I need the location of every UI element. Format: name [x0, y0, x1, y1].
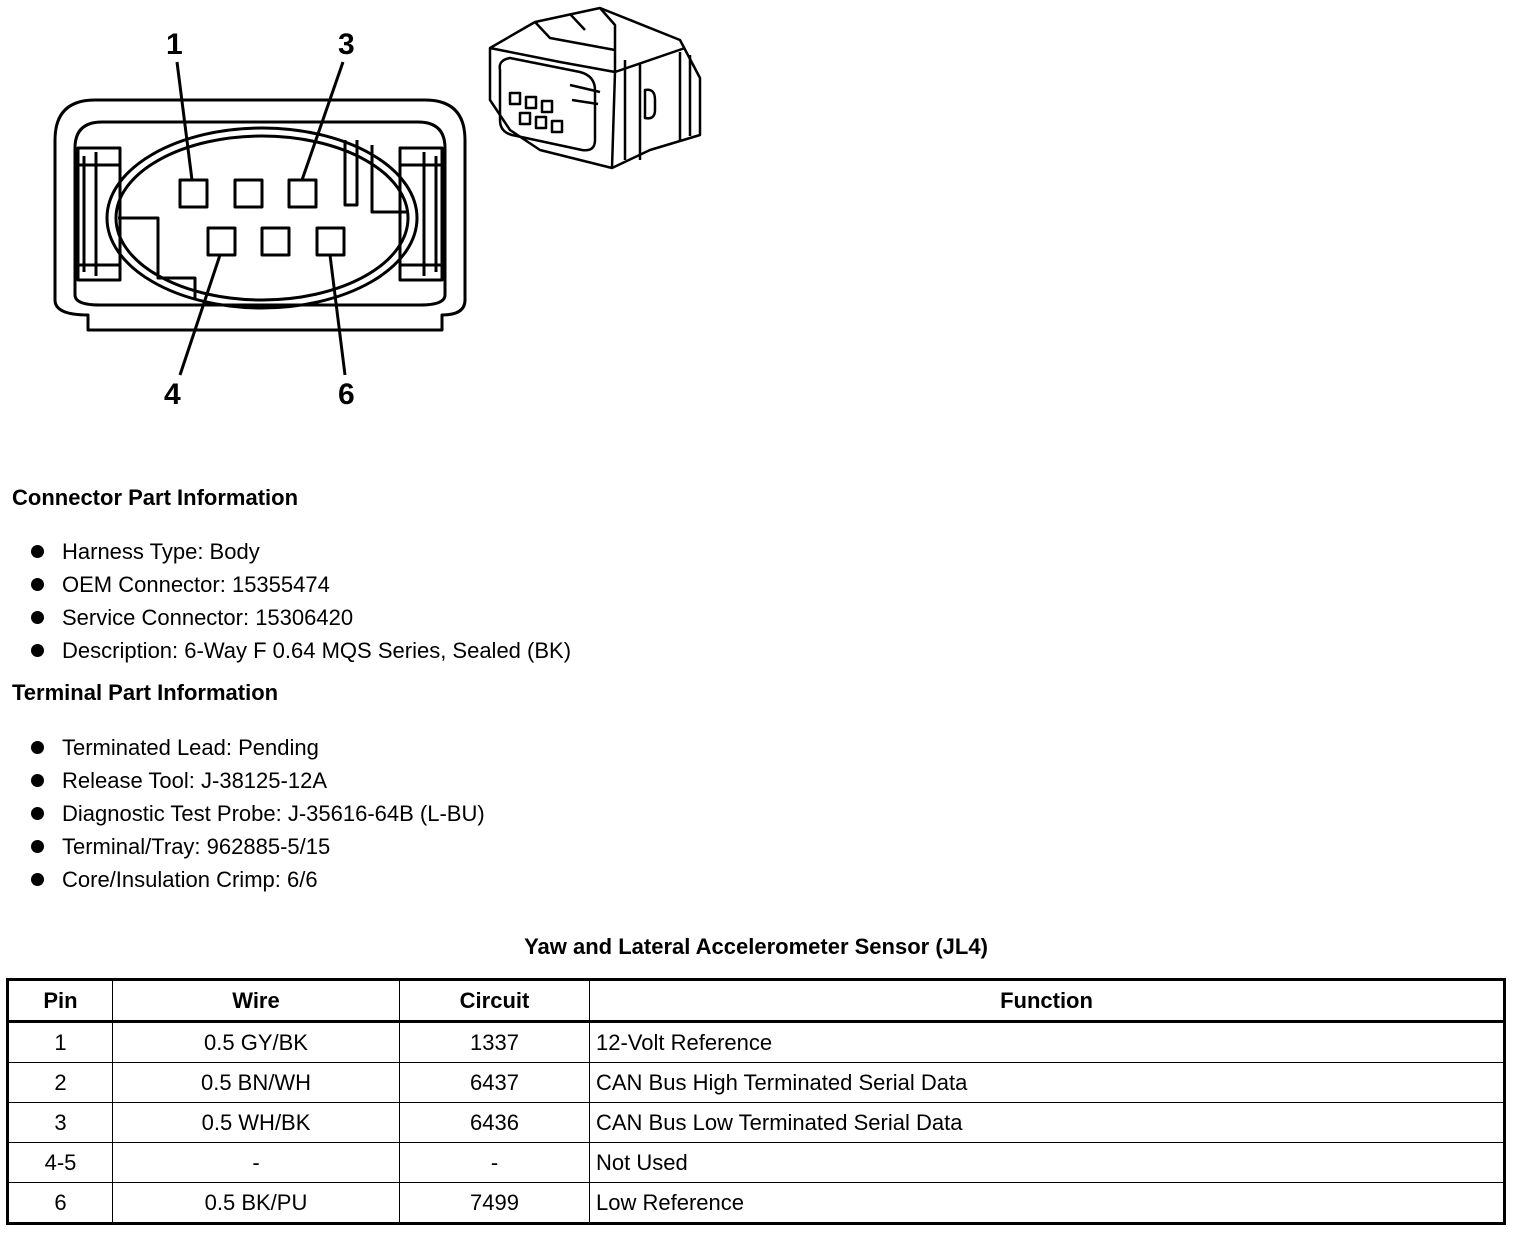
- list-item: Core/Insulation Crimp: 6/6: [28, 863, 485, 896]
- list-item: Description: 6-Way F 0.64 MQS Series, Se…: [28, 634, 571, 667]
- connector-part-information-list: Harness Type: Body OEM Connector: 153554…: [28, 535, 571, 667]
- cell-function: CAN Bus Low Terminated Serial Data: [589, 1102, 1505, 1143]
- list-item: Harness Type: Body: [28, 535, 571, 568]
- terminal-part-information-heading: Terminal Part Information: [12, 680, 279, 705]
- cell-wire: 0.5 BK/PU: [112, 1182, 400, 1224]
- cell-circuit: 1337: [399, 1021, 590, 1063]
- table-row: 6 0.5 BK/PU 7499 Low Reference: [7, 1182, 1505, 1224]
- cell-pin: 4-5: [7, 1142, 113, 1183]
- connector-outer-housing: [53, 98, 467, 332]
- table-row: 1 0.5 GY/BK 1337 12-Volt Reference: [7, 1021, 1505, 1063]
- leader-3: [300, 61, 345, 181]
- column-header-circuit: Circuit: [399, 979, 590, 1023]
- cell-circuit: 6437: [399, 1062, 590, 1103]
- cell-pin: 1: [7, 1021, 113, 1063]
- cell-wire: 0.5 WH/BK: [112, 1102, 400, 1143]
- list-item: Terminal/Tray: 962885-5/15: [28, 830, 485, 863]
- terminal-3: [287, 178, 318, 209]
- cell-pin: 6: [7, 1182, 113, 1224]
- table-row: 3 0.5 WH/BK 6436 CAN Bus Low Terminated …: [7, 1102, 1505, 1143]
- terminal-5: [260, 226, 291, 257]
- terminal-part-information-list: Terminated Lead: Pending Release Tool: J…: [28, 731, 485, 896]
- callout-pin-4: 4: [164, 378, 181, 411]
- leader-1: [175, 61, 194, 181]
- table-row: 2 0.5 BN/WH 6437 CAN Bus High Terminated…: [7, 1062, 1505, 1103]
- cell-wire: 0.5 BN/WH: [112, 1062, 400, 1103]
- pin-table-title: Yaw and Lateral Accelerometer Sensor (JL…: [524, 934, 988, 959]
- leader-6: [328, 254, 347, 376]
- callout-pin-6: 6: [338, 378, 355, 411]
- cell-circuit: 6436: [399, 1102, 590, 1143]
- cell-circuit: -: [399, 1142, 590, 1183]
- terminal-6: [315, 226, 346, 257]
- connector-inner-housing: [73, 120, 447, 307]
- pin-cavity-inner: [114, 134, 410, 302]
- connector-diagram: [53, 6, 702, 376]
- column-header-wire: Wire: [112, 979, 400, 1023]
- cell-function: Low Reference: [589, 1182, 1505, 1224]
- left-key: [118, 216, 197, 300]
- column-header-pin: Pin: [7, 979, 113, 1023]
- right-latch: [398, 146, 444, 282]
- terminal-1: [178, 178, 209, 209]
- table-row: 4-5 - - Not Used: [7, 1142, 1505, 1183]
- list-item: Terminated Lead: Pending: [28, 731, 485, 764]
- connector-isometric-view: [488, 6, 702, 170]
- callout-pin-3: 3: [338, 28, 355, 61]
- leader-4: [178, 254, 222, 376]
- connector-part-information-heading: Connector Part Information: [12, 485, 299, 510]
- cell-wire: 0.5 GY/BK: [112, 1021, 400, 1063]
- right-key: [343, 140, 408, 214]
- cell-function: CAN Bus High Terminated Serial Data: [589, 1062, 1505, 1103]
- cell-function: Not Used: [589, 1142, 1505, 1183]
- cell-wire: -: [112, 1142, 400, 1183]
- cell-circuit: 7499: [399, 1182, 590, 1224]
- list-item: OEM Connector: 15355474: [28, 568, 571, 601]
- cell-function: 12-Volt Reference: [589, 1021, 1505, 1063]
- list-item: Service Connector: 15306420: [28, 601, 571, 634]
- terminal-2: [233, 178, 264, 209]
- pin-cavity-outer: [105, 126, 419, 310]
- table-header-row: Pin Wire Circuit Function: [7, 979, 1505, 1023]
- pin-table: Pin Wire Circuit Function 1 0.5 GY/BK 13…: [6, 978, 1506, 1225]
- terminal-4: [206, 226, 237, 257]
- callout-pin-1: 1: [166, 28, 183, 61]
- left-latch: [76, 146, 122, 282]
- list-item: Diagnostic Test Probe: J-35616-64B (L-BU…: [28, 797, 485, 830]
- cell-pin: 2: [7, 1062, 113, 1103]
- cell-pin: 3: [7, 1102, 113, 1143]
- column-header-function: Function: [589, 979, 1505, 1023]
- list-item: Release Tool: J-38125-12A: [28, 764, 485, 797]
